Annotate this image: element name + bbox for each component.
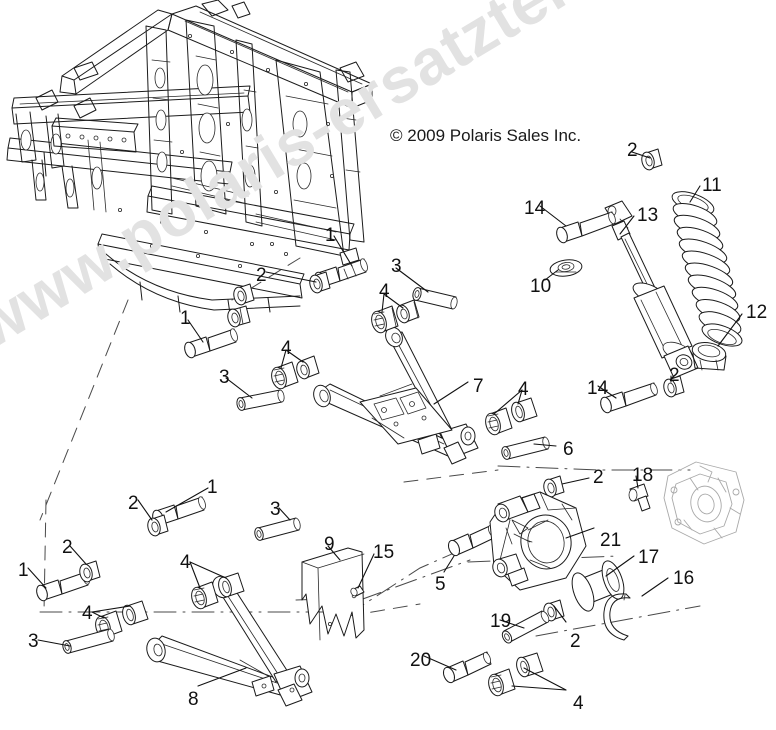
- shock-absorber-part: [604, 200, 699, 379]
- callout-number-guard-screw[interactable]: 15: [373, 542, 395, 563]
- pivot-sleeve-part: [236, 389, 285, 411]
- flange-nut-part: [147, 514, 169, 537]
- carrier-bolt-part: [447, 524, 497, 557]
- callout-number-wheel-bearing[interactable]: 17: [638, 547, 660, 568]
- bushing-part: [296, 355, 320, 380]
- callout-number-flange-nut[interactable]: 2: [627, 140, 638, 161]
- guard-screw-part: [350, 585, 365, 597]
- callout-number-bearing-carrier[interactable]: 21: [600, 530, 622, 551]
- flange-nut-part: [641, 148, 663, 171]
- callout-number-flange-bolt[interactable]: 1: [18, 560, 29, 581]
- flange-nut-part: [309, 271, 331, 294]
- callout-number-flange-nut[interactable]: 2: [669, 365, 680, 386]
- bushing-part: [191, 581, 219, 610]
- callout-number-bushing[interactable]: 4: [518, 379, 529, 400]
- lower-control-arm-part: [146, 575, 313, 707]
- callout-number-pivot-sleeve[interactable]: 3: [391, 256, 402, 277]
- callout-number-pivot-sleeve[interactable]: 6: [563, 439, 574, 460]
- callout-number-shock-absorber[interactable]: 13: [637, 205, 659, 226]
- pivot-pin-part: [501, 610, 550, 644]
- bushing-part: [488, 668, 516, 697]
- callout-number-pivot-sleeve[interactable]: 3: [28, 631, 39, 652]
- callout-number-bushing[interactable]: 4: [281, 338, 292, 359]
- callout-number-flange-bolt[interactable]: 1: [325, 225, 336, 246]
- callout-number-bushing[interactable]: 4: [180, 552, 191, 573]
- flange-nut-part: [233, 283, 255, 306]
- flange-nut-part: [227, 305, 251, 328]
- callout-number-flange-nut[interactable]: 2: [593, 467, 604, 488]
- callout-number-bushing[interactable]: 4: [379, 281, 390, 302]
- callout-number-bushing[interactable]: 4: [573, 693, 584, 714]
- callout-number-shock-bolt[interactable]: 14: [524, 198, 546, 219]
- callout-number-flange-nut[interactable]: 2: [256, 265, 267, 286]
- callout-number-shock-washer[interactable]: 10: [530, 276, 552, 297]
- brake-caliper-bracket-ghost: [663, 461, 745, 545]
- callout-number-flange-nut[interactable]: 2: [62, 537, 73, 558]
- callout-number-pivot-sleeve[interactable]: 3: [219, 367, 230, 388]
- pivot-sleeve-part: [62, 628, 115, 654]
- callout-number-spring-retainer[interactable]: 12: [746, 302, 768, 323]
- flange-bolt-part: [339, 247, 360, 266]
- flange-nut-part: [79, 560, 101, 583]
- callout-number-guard-plate[interactable]: 9: [324, 534, 335, 555]
- callout-number-flange-nut[interactable]: 2: [570, 631, 581, 652]
- bushing-part: [218, 572, 245, 598]
- callout-number-carrier-bolt[interactable]: 5: [435, 574, 446, 595]
- flange-bolt-part: [184, 328, 238, 359]
- bushing-part: [371, 305, 399, 334]
- callout-number-caliper-bolt[interactable]: 18: [632, 465, 654, 486]
- callout-number-pivot-sleeve[interactable]: 3: [270, 499, 281, 520]
- bearing-carrier-part: [489, 491, 587, 591]
- flange-nut-part: [663, 375, 685, 398]
- callout-number-bushing[interactable]: 4: [82, 603, 93, 624]
- pivot-sleeve-part: [254, 517, 301, 541]
- shock-washer-part: [549, 259, 583, 277]
- bushing-part: [396, 299, 420, 324]
- flange-nut-part: [543, 475, 565, 498]
- callout-number-snap-ring[interactable]: 16: [673, 568, 695, 589]
- callout-number-lower-control-arm[interactable]: 8: [188, 689, 199, 710]
- bushing-part: [122, 600, 149, 626]
- shock-bolt-part: [600, 382, 658, 414]
- callout-number-carrier-bolt[interactable]: 20: [410, 650, 432, 671]
- callout-number-flange-bolt[interactable]: 1: [180, 308, 191, 329]
- carrier-bolt-part: [442, 651, 492, 684]
- wheel-bearing-part: [571, 560, 625, 612]
- spring-retainer-part: [691, 342, 727, 371]
- leader-lines: [27, 151, 743, 691]
- upper-control-arm-part: [313, 326, 479, 465]
- callout-number-pivot-pin[interactable]: 19: [490, 611, 512, 632]
- bushing-part: [516, 652, 544, 678]
- snap-ring-part: [603, 593, 631, 641]
- bushing-part: [511, 397, 538, 423]
- copyright-notice: © 2009 Polaris Sales Inc.: [390, 126, 582, 145]
- callout-number-upper-control-arm[interactable]: 7: [473, 376, 484, 397]
- chassis-frame-illustration: [6, 0, 373, 315]
- bushing-part: [271, 361, 299, 390]
- callout-number-coil-spring[interactable]: 11: [702, 175, 722, 196]
- pivot-sleeve-part: [412, 287, 458, 310]
- callout-number-flange-bolt[interactable]: 1: [207, 477, 218, 498]
- pivot-sleeve-part: [501, 436, 550, 460]
- caliper-bolt-part: [628, 483, 651, 512]
- callout-number-flange-nut[interactable]: 2: [128, 493, 139, 514]
- bushing-part: [485, 407, 513, 436]
- shock-bolt-part: [556, 211, 616, 244]
- coil-spring-part: [671, 191, 743, 347]
- guard-plate-part: [301, 547, 365, 641]
- callout-number-shock-bolt[interactable]: 14: [587, 378, 609, 399]
